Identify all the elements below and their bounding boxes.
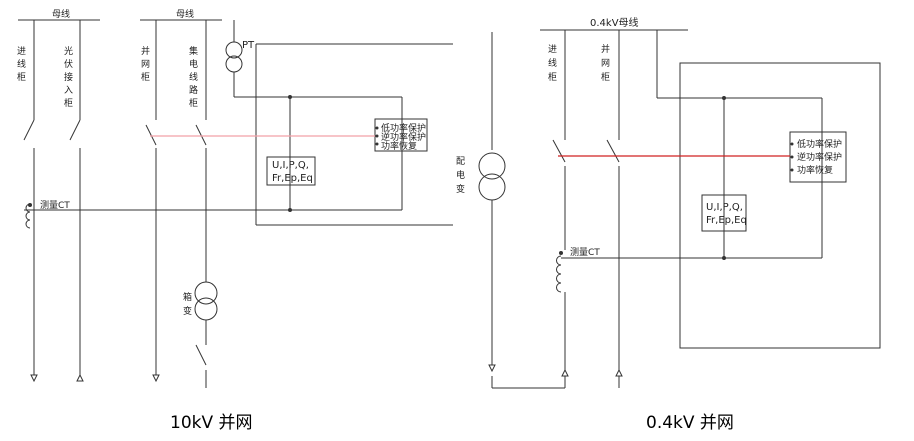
svg-text:柜: 柜: [548, 71, 557, 83]
protection-recover-right: 功率恢复: [797, 164, 833, 176]
box-transformer-bottom: [194, 297, 218, 321]
svg-text:伏: 伏: [64, 58, 73, 70]
svg-text:柜: 柜: [17, 71, 26, 83]
svg-text:柜: 柜: [189, 97, 198, 109]
ct-coil-right: [556, 255, 562, 293]
protection-reverse-right: 逆功率保护: [797, 151, 842, 163]
ct-coil-left: [25, 203, 31, 229]
caption-10kv: 10kV 并网: [170, 413, 253, 433]
svg-text:电: 电: [456, 169, 465, 181]
svg-text:集: 集: [189, 45, 198, 57]
svg-text:光: 光: [64, 45, 73, 57]
label-grid-left: 并 网 柜: [141, 45, 150, 83]
protection-low-left: 低功率保护: [381, 122, 426, 134]
pt-coil-top: [225, 41, 243, 59]
svg-text:网: 网: [601, 58, 610, 69]
svg-text:箱: 箱: [183, 291, 192, 303]
svg-text:变: 变: [183, 305, 192, 317]
measure-line1-left: U,I,P,Q,: [272, 160, 309, 171]
svg-text:线: 线: [17, 58, 26, 70]
svg-text:线: 线: [189, 71, 198, 83]
pt-label: PT: [242, 40, 255, 51]
svg-text:变: 变: [456, 183, 465, 195]
svg-text:柜: 柜: [64, 97, 73, 109]
svg-text:网: 网: [141, 59, 150, 70]
busbar-label-left-2: 母线: [176, 8, 194, 20]
measure-box-left: [266, 156, 316, 186]
svg-text:电: 电: [189, 58, 198, 70]
ct-label-left: 测量CT: [40, 200, 70, 211]
switch-grid-right: [606, 139, 620, 163]
busbar-label-right: 0.4kV母线: [590, 16, 639, 29]
measure-line2-right: Fr,Ep,Eq: [706, 215, 747, 226]
svg-text:柜: 柜: [601, 71, 610, 83]
caption-04kv: 0.4kV 并网: [646, 413, 734, 433]
svg-text:柜: 柜: [141, 71, 150, 83]
svg-text:接: 接: [64, 71, 73, 83]
diagram-04kv: [540, 29, 881, 388]
switch-pv: [69, 119, 81, 141]
label-grid-right: 并 网 柜: [601, 43, 610, 83]
frame-right: [679, 62, 881, 349]
ground-dist: [488, 364, 496, 373]
protection-box-right: [789, 131, 847, 183]
measure-box-right: [701, 194, 747, 232]
label-incoming-left: 进 线 柜: [17, 46, 26, 83]
protection-box-left: [374, 118, 428, 152]
box-transformer-top: [194, 281, 218, 305]
ground-incoming: [30, 374, 38, 383]
switch-collector: [195, 124, 207, 146]
svg-text:并: 并: [601, 43, 610, 55]
switch-incoming-right: [552, 139, 566, 163]
protection-recover-left: 功率恢复: [381, 140, 417, 152]
diagram-10kv: [18, 19, 453, 388]
ground-grid: [152, 374, 160, 383]
svg-text:并: 并: [141, 45, 150, 57]
label-collector-left: 集 电 线 路 柜: [189, 45, 198, 109]
switch-grid: [145, 124, 157, 146]
ground-grid-right: [615, 368, 623, 377]
label-dist-transformer: 配 电 变: [456, 156, 465, 195]
measure-line2-left: Fr,Ep,Eq: [272, 173, 313, 184]
protection-low-right: 低功率保护: [797, 138, 842, 150]
svg-text:路: 路: [189, 84, 198, 96]
switch-box-transformer: [195, 344, 207, 366]
ground-incoming-right: [561, 368, 569, 377]
ct-label-right: 测量CT: [570, 247, 600, 258]
measure-line1-right: U,I,P,Q,: [706, 202, 743, 213]
busbar-label-left-1: 母线: [52, 8, 70, 20]
switch-incoming: [23, 119, 35, 141]
dist-transformer-bottom: [478, 173, 506, 201]
label-box-transformer: 箱 变: [183, 291, 192, 317]
svg-text:线: 线: [548, 57, 557, 69]
protection-reverse-left: 逆功率保护: [381, 131, 426, 143]
svg-text:入: 入: [64, 85, 73, 96]
ground-pv: [76, 373, 84, 382]
svg-text:进: 进: [17, 46, 26, 57]
label-incoming-right: 进 线 柜: [548, 44, 557, 83]
label-pv-left: 光 伏 接 入 柜: [64, 45, 73, 109]
svg-text:进: 进: [548, 44, 557, 55]
svg-text:配: 配: [456, 156, 465, 167]
dist-transformer-top: [478, 152, 506, 180]
